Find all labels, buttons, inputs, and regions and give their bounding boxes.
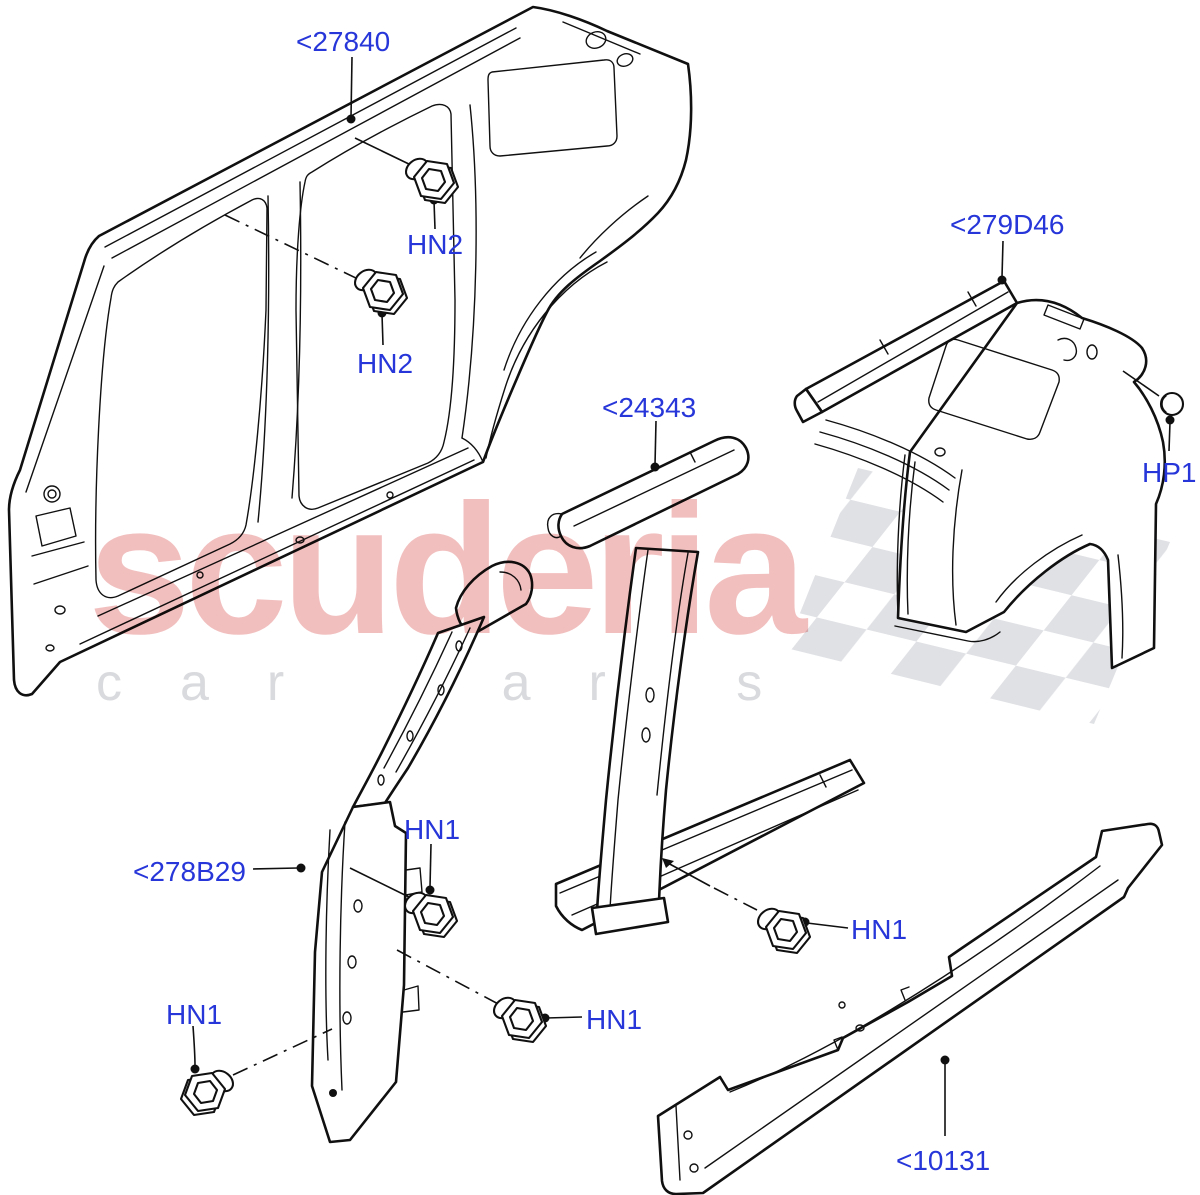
- callout-label-27840: <27840: [296, 26, 391, 57]
- callout-label-hp1: HP1: [1142, 457, 1197, 488]
- hex-nut-icon: [179, 1065, 239, 1117]
- callout-label-hn2-upper: HN2: [407, 229, 464, 260]
- hex-nut-icon: [488, 992, 548, 1044]
- callout-label-hn1-apillar: HN1: [404, 814, 461, 845]
- panel-rocker-sill: [656, 822, 1164, 1195]
- panel-a-pillar-lower: [310, 560, 534, 1144]
- callout-label-278B29: <278B29: [133, 856, 246, 887]
- callout-label-hn2-lower: HN2: [357, 348, 414, 379]
- hex-nut-icon: [399, 887, 459, 939]
- callout-label-279D46: <279D46: [950, 209, 1065, 240]
- callout-label-10131: <10131: [896, 1145, 991, 1176]
- brand-watermark: scuderia: [88, 467, 809, 673]
- callout-label-hn1-bpillar: HN1: [586, 1004, 643, 1035]
- panel-rear-quarter: [793, 279, 1167, 670]
- callout-label-24343: <24343: [602, 392, 697, 423]
- callout-leaders: [179, 56, 1185, 1136]
- grommet-plug-icon: [1159, 391, 1185, 417]
- panel-body-side-aperture: [7, 5, 693, 697]
- callout-label-hn1-rocker: HN1: [851, 914, 908, 945]
- callout-label-hn1-lower-left: HN1: [166, 999, 223, 1030]
- hex-nut-icon: [752, 903, 812, 955]
- panel-b-pillar: [546, 435, 866, 936]
